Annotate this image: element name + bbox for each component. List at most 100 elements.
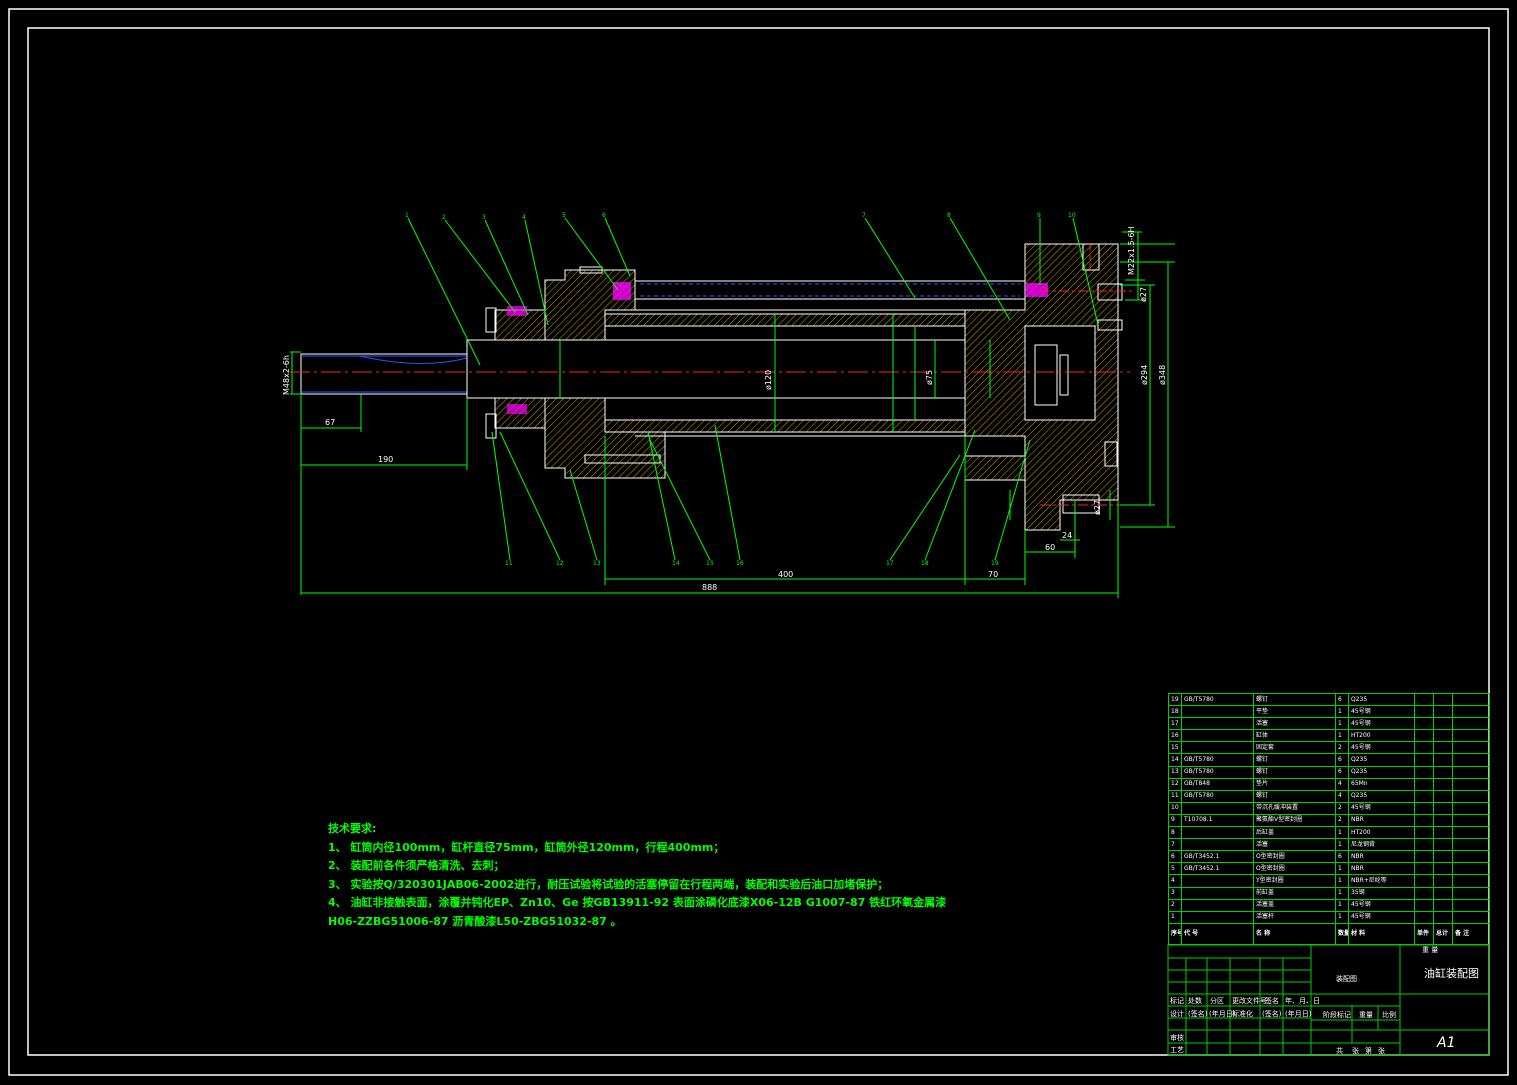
callout-8: 8 bbox=[947, 212, 951, 219]
bom-cell: 6 bbox=[1335, 692, 1349, 707]
rod-end bbox=[300, 353, 468, 395]
bom-cell: 1 bbox=[1335, 910, 1349, 924]
bom-cell: 螺钉 bbox=[1253, 789, 1336, 803]
bom-cell bbox=[1452, 898, 1490, 912]
tb-sheet-unit1: 张 bbox=[1352, 1047, 1359, 1055]
bom-cell: 2 bbox=[1335, 813, 1349, 828]
bom-cell bbox=[1452, 705, 1490, 719]
callout-11: 11 bbox=[505, 560, 513, 567]
bom-cell: 带沉孔缓冲装置 bbox=[1253, 801, 1336, 815]
bom-cell bbox=[1181, 910, 1254, 924]
tech-line-4: 4、 油缸非接触表面，涂覆并钝化EP、Zn10、Ge 按GB13911-92 表… bbox=[328, 896, 947, 909]
bom-cell bbox=[1414, 741, 1434, 755]
bom-cell: 2 bbox=[1335, 741, 1349, 755]
tb-standard-sign: (签名) bbox=[1262, 1010, 1282, 1018]
bom-cell: 1 bbox=[1335, 729, 1349, 743]
bom-cell bbox=[1414, 692, 1434, 707]
bom-cell bbox=[1452, 838, 1490, 852]
dim-dia-294: ø294 bbox=[1140, 365, 1149, 385]
bom-h-qty: 数量 bbox=[1335, 922, 1349, 945]
bom-cell bbox=[1433, 717, 1453, 731]
dimension-texts: 67 190 400 70 888 60 24 M48x2-6h M22x1.5… bbox=[282, 226, 1167, 592]
bom-cell: HT200 bbox=[1348, 729, 1415, 743]
bom-cell bbox=[1452, 862, 1490, 876]
bom-cell: 活塞杆 bbox=[1253, 910, 1336, 924]
dim-thread-rod: M48x2-6h bbox=[282, 355, 291, 395]
bom-cell: 45号钢 bbox=[1348, 801, 1415, 815]
bom-cell: GB/T5780 bbox=[1181, 753, 1254, 767]
bom-cell bbox=[1414, 826, 1434, 840]
bom-cell: 6 bbox=[1335, 765, 1349, 779]
bom-cell: 4 bbox=[1168, 874, 1182, 888]
bom-cell: 1 bbox=[1335, 826, 1349, 840]
tb-stage: 阶段标记 bbox=[1323, 1011, 1351, 1019]
bom-cell: GB/T848 bbox=[1181, 777, 1254, 791]
callout-4: 4 bbox=[522, 214, 526, 221]
bom-cell bbox=[1181, 801, 1254, 815]
tb-design-sign: (签名) bbox=[1188, 1010, 1208, 1018]
bom-cell bbox=[1452, 777, 1490, 791]
bom-cell: Y型密封圈 bbox=[1253, 874, 1336, 888]
bom-cell bbox=[1414, 789, 1434, 803]
bom-cell: 前缸盖 bbox=[1253, 886, 1336, 900]
callout-19: 19 bbox=[991, 560, 999, 567]
bom-cell: Q235 bbox=[1348, 765, 1415, 779]
leader-lines bbox=[407, 217, 1099, 561]
callout-15: 15 bbox=[706, 560, 714, 567]
bom-cell bbox=[1181, 741, 1254, 755]
bom-h-total: 总计 bbox=[1433, 922, 1453, 945]
bom-cell bbox=[1433, 741, 1453, 755]
tb-count: 处数 bbox=[1188, 997, 1202, 1005]
bom-cell: 11 bbox=[1168, 789, 1182, 803]
tb-sheet-unit2: 张 bbox=[1378, 1047, 1385, 1055]
bom-cell: 螺钉 bbox=[1253, 753, 1336, 767]
bom-cell bbox=[1414, 801, 1434, 815]
tb-design: 设计 bbox=[1170, 1010, 1184, 1018]
bom-cell bbox=[1433, 705, 1453, 719]
callout-12: 12 bbox=[556, 560, 564, 567]
bom-cell: T10708.1 bbox=[1181, 813, 1254, 828]
assembly-label: 装配图 bbox=[1336, 975, 1357, 983]
bom-header: 序号 代 号 名 称 数量 材 料 单件 总计 备 注 bbox=[1168, 922, 1490, 945]
dim-thread-port: M22x1.5-6H bbox=[1127, 226, 1136, 275]
tb-process: 工艺 bbox=[1170, 1046, 1184, 1054]
bom-cell bbox=[1433, 692, 1453, 707]
bom-cell bbox=[1181, 886, 1254, 900]
front-cap-top bbox=[544, 269, 636, 341]
bom-cell bbox=[1433, 729, 1453, 743]
bom-cell: 1 bbox=[1335, 898, 1349, 912]
callout-9: 9 bbox=[1037, 212, 1041, 219]
bom-cell bbox=[1414, 886, 1434, 900]
bom-cell: 垫片 bbox=[1253, 777, 1336, 791]
bom-cell: 45号钢 bbox=[1348, 741, 1415, 755]
tb-review: 审核 bbox=[1170, 1034, 1184, 1042]
dim-dia-120: ø120 bbox=[764, 370, 773, 390]
bom-cell bbox=[1414, 850, 1434, 864]
dim-190: 190 bbox=[378, 455, 393, 464]
bom-cell bbox=[1433, 838, 1453, 852]
bom-cell: 15 bbox=[1168, 741, 1182, 755]
inner-border bbox=[27, 27, 1490, 1056]
technical-requirements: 技术要求: 1、 缸筒内径100mm，缸杆直径75mm，缸筒外径120mm，行程… bbox=[328, 820, 946, 931]
bom-cell bbox=[1433, 753, 1453, 767]
bom-cell bbox=[1414, 717, 1434, 731]
bom-cell: 平垫 bbox=[1253, 705, 1336, 719]
bom-cell: 14 bbox=[1168, 753, 1182, 767]
bom-cell bbox=[1452, 692, 1490, 707]
bom-cell bbox=[1433, 862, 1453, 876]
dim-dia-75: ø75 bbox=[925, 370, 934, 385]
bom-cell bbox=[1433, 826, 1453, 840]
tb-sheet-total: 共 bbox=[1336, 1047, 1343, 1055]
bom-cell bbox=[1433, 801, 1453, 815]
bom-cell: Q235 bbox=[1348, 789, 1415, 803]
bom-cell bbox=[1414, 898, 1434, 912]
bom-cell bbox=[1181, 826, 1254, 840]
bom-cell bbox=[1433, 910, 1453, 924]
dim-888: 888 bbox=[702, 583, 717, 592]
